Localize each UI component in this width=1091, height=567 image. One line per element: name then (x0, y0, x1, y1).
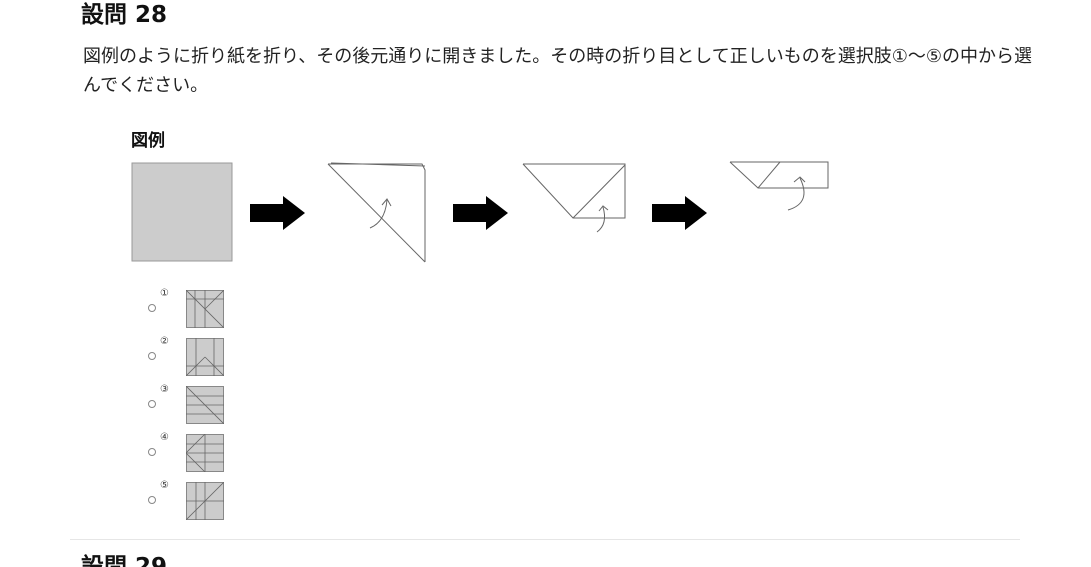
choice-5[interactable]: ⑤ (148, 480, 238, 528)
choice-1-radio[interactable] (148, 304, 156, 312)
paper-square (131, 162, 233, 262)
choice-2-diagram (186, 338, 224, 376)
choice-2-label: ② (160, 336, 169, 347)
choices-list: ① ② ③ (148, 288, 238, 528)
choice-3-label: ③ (160, 384, 169, 395)
fold-step-3 (729, 161, 829, 211)
choice-1[interactable]: ① (148, 288, 238, 336)
choice-1-label: ① (160, 288, 169, 299)
arrow-1 (250, 196, 305, 230)
choice-5-label: ⑤ (160, 480, 169, 491)
question-title: 設問 28 (81, 2, 168, 28)
choice-3-diagram (186, 386, 224, 424)
section-divider (70, 539, 1020, 540)
choice-3-radio[interactable] (148, 400, 156, 408)
folding-example-figure (131, 161, 829, 263)
next-question-title: 設問 29 (81, 554, 168, 567)
arrow-3 (652, 196, 707, 230)
choice-2-radio[interactable] (148, 352, 156, 360)
choice-3[interactable]: ③ (148, 384, 238, 432)
fold-step-1 (327, 162, 426, 263)
choice-4-radio[interactable] (148, 448, 156, 456)
choice-4[interactable]: ④ (148, 432, 238, 480)
example-label: 図例 (131, 131, 165, 151)
choice-4-label: ④ (160, 432, 169, 443)
choice-1-diagram (186, 290, 224, 328)
choice-5-radio[interactable] (148, 496, 156, 504)
choice-4-diagram (186, 434, 224, 472)
choice-5-diagram (186, 482, 224, 520)
arrow-2 (453, 196, 508, 230)
choice-2[interactable]: ② (148, 336, 238, 384)
fold-step-2 (522, 163, 626, 233)
question-text: 図例のように折り紙を折り、その後元通りに開きました。その時の折り目として正しいも… (83, 46, 1033, 96)
